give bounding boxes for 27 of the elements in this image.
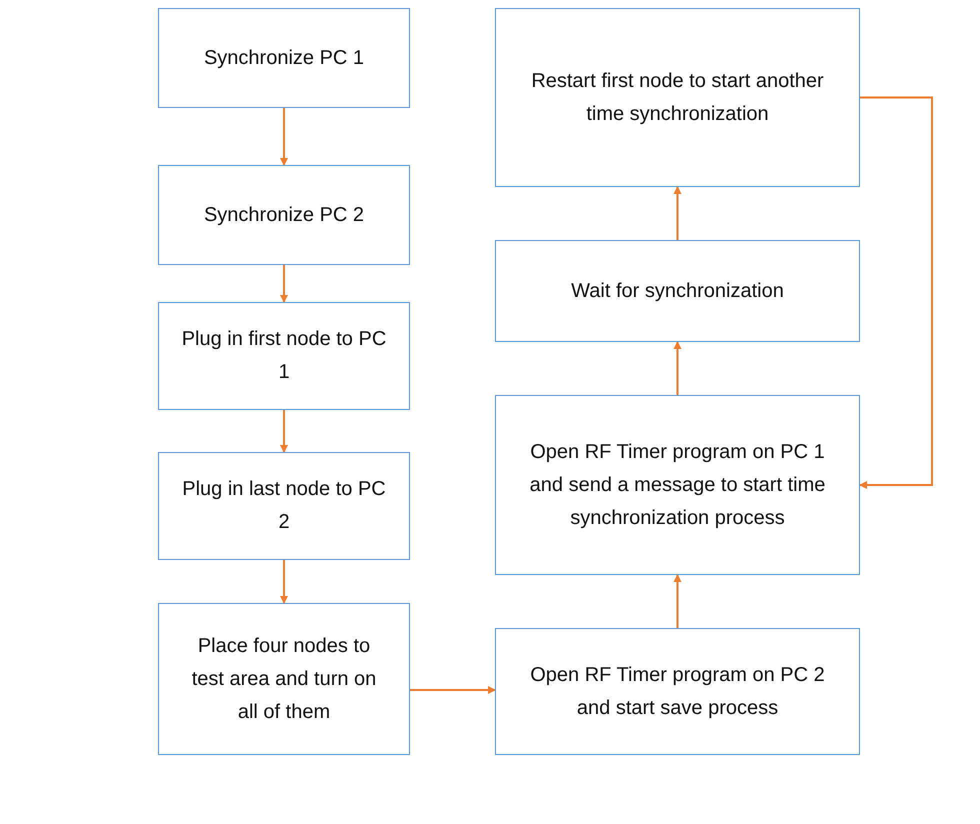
step-text: Synchronize PC 2 — [204, 202, 364, 228]
arrow — [859, 96, 933, 489]
arrow — [674, 186, 682, 240]
arrow — [280, 560, 288, 604]
process-box — [158, 603, 410, 755]
process-box — [158, 452, 410, 560]
process-box — [158, 302, 410, 410]
step-text: Plug in last node to PC 2 — [181, 477, 387, 535]
arrow — [280, 410, 288, 453]
arrow — [280, 108, 288, 166]
arrow — [280, 265, 288, 303]
process-box — [158, 8, 410, 108]
arrow — [674, 341, 682, 395]
step-text: Restart first node to start another time synchronization — [530, 68, 825, 126]
step-text: Open RF Timer program on PC 2 and start save process — [529, 662, 826, 720]
arrow — [410, 686, 496, 694]
step-text: Place four nodes to test area and turn on all of them — [190, 634, 378, 724]
process-box — [495, 628, 860, 755]
process-box — [495, 395, 860, 575]
process-box — [495, 240, 860, 342]
step-text: Open RF Timer program on PC 1 and send a message to start time synchronization process — [528, 440, 826, 530]
step-text: Wait for synchronization — [571, 278, 784, 304]
process-box — [158, 165, 410, 265]
arrow — [674, 574, 682, 628]
step-text: Plug in first node to PC 1 — [181, 327, 387, 385]
process-box — [495, 8, 860, 187]
step-text: Synchronize PC 1 — [204, 46, 364, 70]
